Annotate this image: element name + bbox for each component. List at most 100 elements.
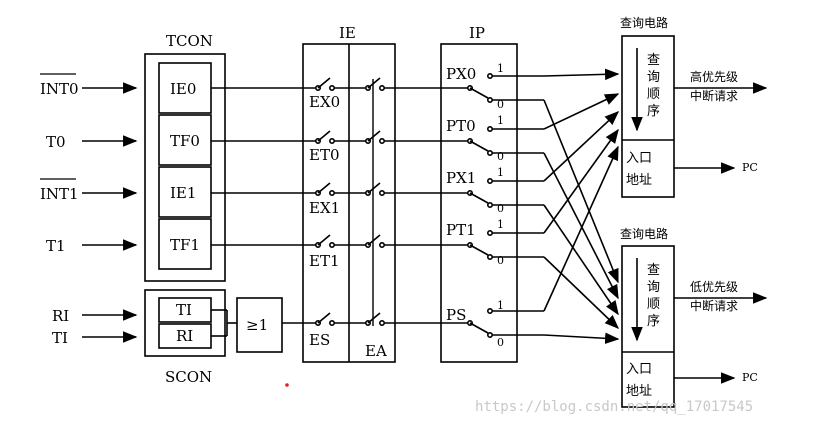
to-high-priority bbox=[543, 111, 620, 182]
high-priority-label: 中断请求 bbox=[690, 88, 738, 103]
tcon-flag: IE0 bbox=[170, 80, 196, 98]
switch-contact bbox=[328, 190, 335, 197]
to-low-priority bbox=[543, 99, 619, 284]
switch-contact bbox=[328, 85, 335, 92]
int0-label: INT0 bbox=[40, 80, 79, 98]
tcon-title: TCON bbox=[166, 32, 213, 50]
switch-contact bbox=[486, 73, 493, 80]
query-upper-order: 顺 bbox=[647, 87, 660, 102]
ip-one: 1 bbox=[497, 166, 504, 179]
switch-contact bbox=[378, 190, 385, 197]
ea-label: EA bbox=[365, 342, 387, 360]
or-gate-box bbox=[236, 297, 283, 353]
query-lower-addr: 入口 bbox=[626, 362, 652, 377]
query-upper-order: 序 bbox=[647, 104, 660, 119]
query-lower-box bbox=[621, 245, 675, 408]
ip-switch-blade bbox=[469, 140, 489, 152]
query-upper-addr: 入口 bbox=[626, 151, 652, 166]
ip-zero: 0 bbox=[497, 254, 504, 267]
signal-channels bbox=[211, 68, 620, 345]
or-gate-label: ≥1 bbox=[246, 316, 268, 334]
ip-box bbox=[440, 43, 518, 363]
ip-one: 1 bbox=[497, 218, 504, 231]
ie-switch-blade bbox=[317, 234, 331, 246]
ie-switch-blade bbox=[317, 77, 331, 89]
ti-label: TI bbox=[52, 329, 68, 347]
ip-title: IP bbox=[469, 24, 485, 42]
red-dot bbox=[285, 383, 289, 387]
ea-switch-blade bbox=[367, 130, 381, 142]
ip-one: 1 bbox=[497, 114, 504, 127]
lower-pc-label: PC bbox=[742, 371, 758, 384]
low-priority-label: 低优先级 bbox=[690, 280, 738, 294]
switch-contact bbox=[378, 242, 385, 249]
ip-switch-blade bbox=[469, 244, 489, 256]
query-upper-title: 查询电路 bbox=[620, 15, 668, 30]
high-priority-label: 高优先级 bbox=[690, 69, 738, 84]
to-low-priority bbox=[543, 204, 619, 316]
query-lower-order: 序 bbox=[647, 314, 660, 329]
upper-pc-label: PC bbox=[742, 161, 758, 174]
scon-flag: RI bbox=[176, 327, 193, 345]
ea-switch-blade bbox=[367, 234, 381, 246]
t1-label: T1 bbox=[46, 237, 66, 255]
ri-label: RI bbox=[52, 307, 69, 325]
ie-switch-label: ET0 bbox=[309, 146, 340, 164]
ip-switch-blade bbox=[469, 322, 489, 334]
tcon-flag: TF1 bbox=[170, 236, 200, 254]
watermark: https://blog.csdn.net/qq_17017545 bbox=[475, 399, 753, 415]
ea-switch-blade bbox=[367, 312, 381, 324]
ie-switch-blade bbox=[317, 182, 331, 194]
ip-zero: 0 bbox=[497, 202, 504, 215]
switch-contact bbox=[486, 254, 493, 261]
ip-zero: 0 bbox=[497, 336, 504, 349]
ie-switch-label: ES bbox=[309, 331, 330, 349]
ip-bit-label: PT0 bbox=[446, 117, 476, 135]
switch-contact bbox=[486, 97, 493, 104]
switch-contact bbox=[486, 150, 493, 157]
switch-contact bbox=[328, 242, 335, 249]
switch-contact bbox=[486, 331, 493, 338]
switch-contact bbox=[328, 138, 335, 145]
ie-switch-label: EX1 bbox=[309, 199, 340, 217]
switch-contact bbox=[486, 178, 493, 185]
query-upper-order: 查 bbox=[647, 53, 660, 68]
scon-flag: TI bbox=[176, 301, 192, 319]
scon-title: SCON bbox=[165, 368, 212, 386]
scon-outer-box bbox=[144, 289, 226, 357]
query-lower-order: 查 bbox=[647, 263, 660, 278]
tcon-ie1-box bbox=[158, 166, 212, 218]
query-lower-addr: 地址 bbox=[626, 384, 652, 399]
ip-bit-label: PS bbox=[446, 306, 466, 324]
switch-contact bbox=[486, 230, 493, 237]
query-upper-addr: 地址 bbox=[626, 173, 652, 188]
query-upper-order: 询 bbox=[647, 70, 660, 85]
ie-switch-blade bbox=[317, 130, 331, 142]
query-lower-order: 询 bbox=[647, 280, 660, 295]
ie-switch-label: ET1 bbox=[309, 252, 340, 270]
to-high-priority bbox=[543, 68, 620, 81]
tcon-tf0-box bbox=[158, 114, 212, 166]
query-lower-title: 查询电路 bbox=[620, 226, 668, 241]
ie-title: IE bbox=[339, 24, 356, 42]
switch-contact bbox=[486, 126, 493, 133]
switch-contact bbox=[486, 202, 493, 209]
ea-switch-blade bbox=[367, 182, 381, 194]
ip-zero: 0 bbox=[497, 98, 504, 111]
ip-bit-label: PX1 bbox=[446, 169, 476, 187]
ie-switch-label: EX0 bbox=[309, 93, 340, 111]
ip-one: 1 bbox=[497, 62, 504, 75]
ie-switch-blade bbox=[317, 312, 331, 324]
ea-switch-blade bbox=[367, 77, 381, 89]
low-priority-label: 中断请求 bbox=[690, 298, 738, 313]
t0-label: T0 bbox=[46, 133, 66, 151]
tcon-flag: TF0 bbox=[170, 132, 200, 150]
int1-label: INT1 bbox=[40, 185, 79, 203]
to-low-priority bbox=[543, 256, 620, 329]
to-high-priority bbox=[543, 128, 619, 234]
tcon-tf1-box bbox=[158, 218, 212, 270]
ip-one: 1 bbox=[497, 299, 504, 312]
to-low-priority bbox=[543, 332, 620, 345]
tcon-outer-box bbox=[144, 53, 226, 282]
